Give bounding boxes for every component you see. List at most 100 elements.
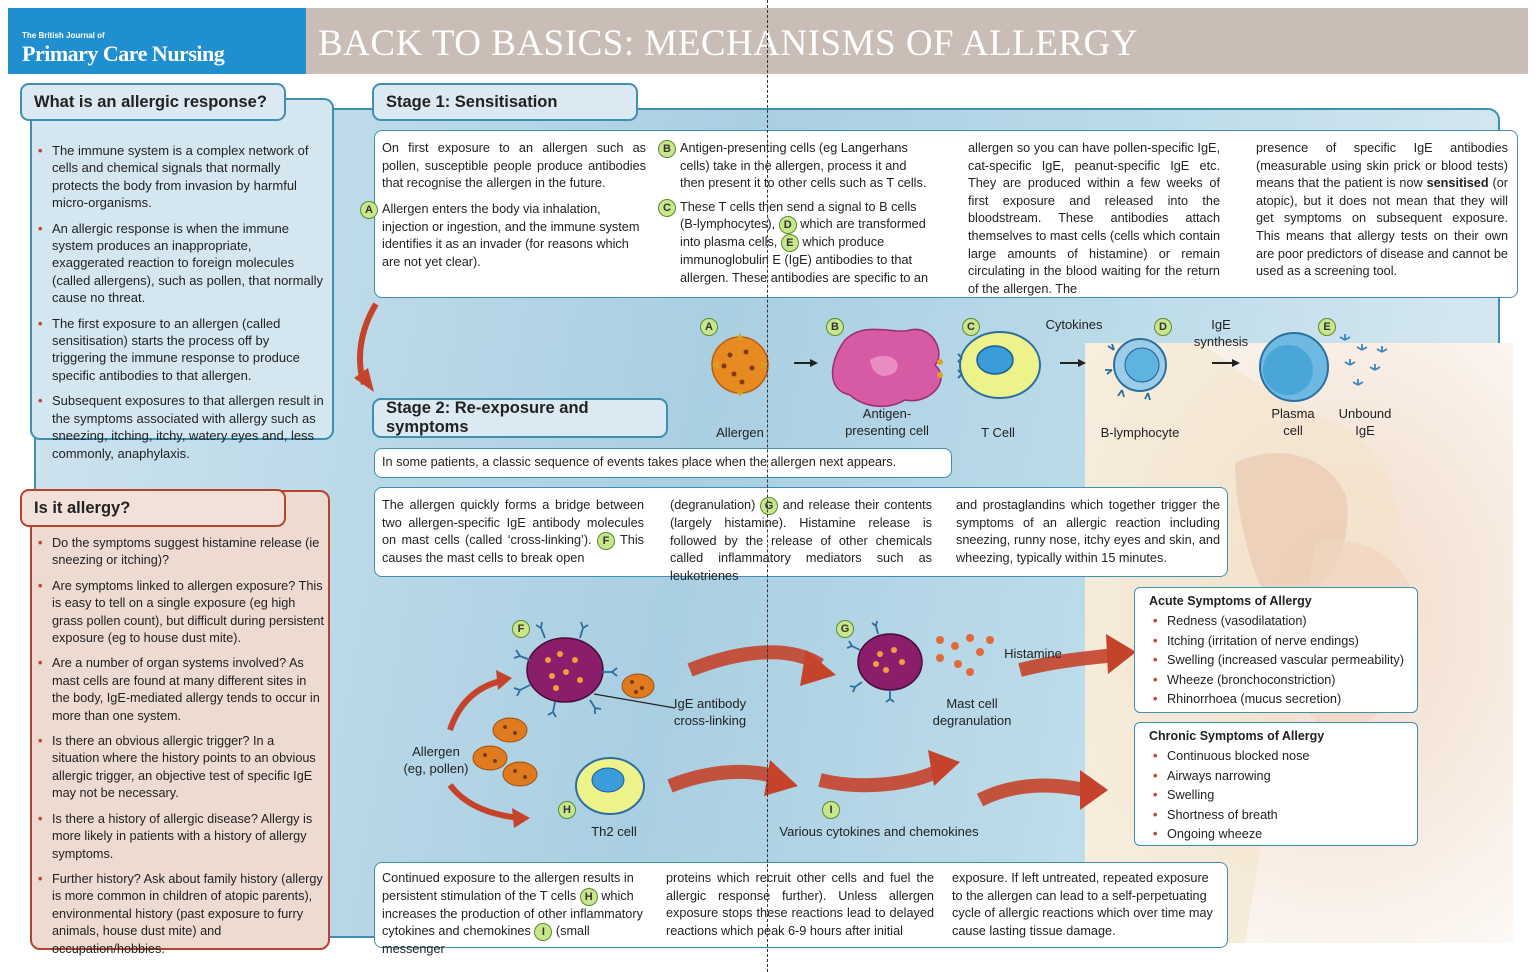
badge-b: B	[658, 140, 676, 158]
stage1-col2-p2: These T cells then send a signal to B ce…	[680, 199, 932, 288]
allergen-particle	[711, 333, 769, 397]
arrow-histamine-to-acute	[1018, 634, 1136, 677]
stage2-textbox	[374, 487, 1228, 577]
stage1-col2-p1: Antigen-presenting cells (eg Langerhans …	[680, 141, 927, 191]
what-is-list-item: The first exposure to an allergen (calle…	[38, 315, 324, 385]
stage1-col1-p1: On first exposure to an allergen such as…	[382, 141, 646, 191]
stage1-col1-p2: Allergen enters the body via inhalation,…	[382, 202, 640, 269]
stage2-col2b: and release their contents (largely hist…	[670, 498, 933, 583]
label-apc: Antigen- presenting cell	[845, 406, 929, 438]
bottom-col2-text: proteins which recruit other cells and f…	[666, 871, 934, 938]
arrow-chronic-pointer	[976, 770, 1108, 810]
th2-cell	[575, 757, 645, 815]
acute-symptom-item: Wheeze (bronchoconstriction)	[1153, 671, 1417, 691]
stage1-col1: On first exposure to an allergen such as…	[382, 140, 646, 199]
diagram-badge-b: B	[826, 318, 844, 336]
is-it-list-item: Do the symptoms suggest histamine releas…	[38, 535, 324, 570]
bottom-textbox	[374, 862, 1228, 948]
label-mast-degranulation: Mast cell degranulation	[932, 696, 1012, 728]
stage-transition-arrow	[354, 302, 379, 392]
badge-a: A	[360, 201, 378, 219]
label-t-cell: T Cell	[981, 425, 1015, 440]
diagram-badge-a: A	[700, 318, 718, 336]
stage1-col2-p2c: which produce immunoglobulin E (IgE) ant…	[680, 235, 929, 285]
diagram-badge-c: C	[962, 318, 980, 336]
bottom-col1a: Continued exposure to the allergen resul…	[382, 871, 634, 903]
unbound-ige-antibodies	[1339, 334, 1388, 386]
stage1-col3: allergen so you can have pollen-specific…	[968, 140, 1220, 304]
t-cell	[957, 331, 1041, 399]
badge-h-inline: H	[579, 887, 598, 906]
brand-name: Primary Care Nursing	[22, 41, 225, 66]
is-it-list: Do the symptoms suggest histamine releas…	[32, 535, 324, 966]
stage2-col3: and prostaglandins which together trigge…	[956, 497, 1220, 567]
acute-symptom-item: Rhinorrhoea (mucus secretion)	[1153, 690, 1417, 710]
brand-small-text: The British Journal of	[22, 31, 105, 40]
stage1-textbox	[374, 130, 1518, 298]
label-ige-synthesis: IgE synthesis	[1193, 317, 1249, 349]
is-it-list-item: Are a number of organ systems involved? …	[38, 655, 324, 725]
journal-brand: The British Journal of Primary Care Nurs…	[8, 8, 306, 74]
mast-cell-degranulating	[846, 620, 994, 703]
allergen-pollen-cluster	[472, 717, 538, 787]
chronic-symptom-item: Airways narrowing	[1153, 767, 1417, 787]
label-allergen-pollen: Allergen (eg, pollen)	[403, 744, 469, 776]
mast-cell-cross-linking	[513, 621, 676, 718]
label-cytokines: Cytokines	[1045, 317, 1103, 332]
chronic-symptom-item: Continuous blocked nose	[1153, 747, 1417, 767]
plasma-cell	[1259, 332, 1329, 402]
diagram-badge-h: H	[558, 801, 576, 819]
bottom-col1: Continued exposure to the allergen resul…	[382, 870, 650, 959]
label-cytokines-chemokines: Various cytokines and chemokines	[779, 824, 979, 839]
chronic-symptoms-box: Chronic Symptoms of Allergy Continuous b…	[1134, 722, 1418, 846]
bottom-col3-text: exposure. If left untreated, repeated ex…	[952, 871, 1213, 938]
stage2-col2: (degranulation) G and release their cont…	[670, 497, 932, 585]
diagram-badge-d: D	[1154, 318, 1172, 336]
what-is-list-item: The immune system is a complex network o…	[38, 142, 324, 212]
stage2-intro-box	[374, 448, 952, 478]
page-title: BACK TO BASICS: MECHANISMS OF ALLERGY	[318, 23, 1138, 64]
stage1-col4: presence of specific IgE antibodies (mea…	[1256, 140, 1508, 287]
stage2-diagram	[447, 620, 1136, 828]
chronic-symptom-item: Swelling	[1153, 786, 1417, 806]
label-th2-cell: Th2 cell	[591, 824, 637, 839]
stage1-heading: Stage 1: Sensitisation	[372, 83, 638, 121]
stage1-cells-diagram	[711, 328, 1086, 408]
stage2-col1a: The allergen quickly forms a bridge betw…	[382, 498, 644, 548]
acute-symptom-item: Itching (irritation of nerve endings)	[1153, 632, 1417, 652]
label-plasma-cell: Plasma cell	[1271, 406, 1315, 438]
page-title-bar: BACK TO BASICS: MECHANISMS OF ALLERGY	[306, 8, 1528, 74]
stage2-col3-text: and prostaglandins which together trigge…	[956, 498, 1220, 565]
diagram-badge-e: E	[1318, 318, 1336, 336]
antigen-presenting-cell	[831, 328, 943, 408]
badge-c: C	[658, 198, 676, 217]
diagram-badge-i: I	[822, 801, 840, 819]
bottom-col1c: (small messenger	[382, 924, 590, 957]
stage2-intro: In some patients, a classic sequence of …	[382, 455, 897, 469]
label-ige-cross-linking: IgE antibody cross-linking	[673, 696, 747, 728]
arrow-allergen-to-th2	[447, 783, 530, 828]
arrow-th2-to-cytokines	[667, 760, 798, 796]
acute-symptoms-title: Acute Symptoms of Allergy	[1149, 594, 1312, 608]
badge-e-inline: E	[780, 234, 799, 253]
stage1-col2-p2b: which are transformed into plasma cells,	[680, 217, 926, 250]
stage1-col4-bold: sensitised	[1426, 176, 1489, 191]
stage2-col2a: (degranulation)	[670, 498, 756, 512]
page-fold-line	[767, 0, 768, 972]
is-it-list-item: Is there a history of allergic disease? …	[38, 811, 324, 863]
is-it-list-item: Is there an obvious allergic trigger? In…	[38, 733, 324, 803]
what-is-list-item: An allergic response is when the immune …	[38, 220, 324, 307]
stage1-col2-p2a: These T cells then send a signal to B ce…	[680, 199, 917, 232]
acute-symptom-item: Redness (vasodilatation)	[1153, 612, 1417, 632]
stage2-heading: Stage 2: Re-exposure and symptoms	[372, 398, 668, 438]
arrow-allergen-to-mast	[447, 670, 512, 731]
what-is-list-item: Subsequent exposures to that allergen re…	[38, 392, 324, 462]
chronic-symptoms-title: Chronic Symptoms of Allergy	[1149, 729, 1325, 743]
bottom-col1b: which increases the production of other …	[382, 888, 643, 939]
stage2-col1b: This causes the mast cells to break open	[382, 533, 645, 566]
label-allergen: Allergen	[716, 425, 764, 440]
chronic-symptom-item: Ongoing wheeze	[1153, 825, 1417, 845]
acute-symptom-item: Swelling (increased vascular permeabilit…	[1153, 651, 1417, 671]
bottom-col2: proteins which recruit other cells and f…	[666, 870, 934, 940]
is-it-allergy-heading: Is it allergy?	[20, 489, 286, 527]
